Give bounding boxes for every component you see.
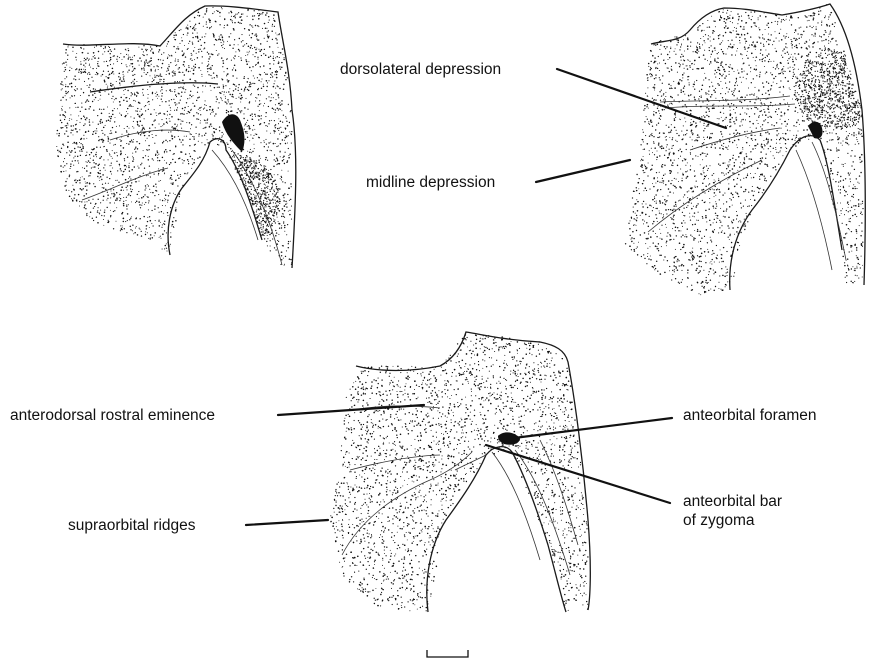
leader-line-anteorbital-bar [486,445,670,503]
zygomatic-arch [796,142,846,270]
skull-specimen-bottom-center [330,332,590,612]
label-anteorbital-bar-line1: anteorbital bar [683,493,782,510]
orbital-rim [730,136,842,290]
leader-line-supraorbital-ridges [246,520,328,525]
label-anteorbital-foramen: anteorbital foramen [683,407,817,424]
specimen-outline [356,332,590,610]
scale-bar [427,650,468,657]
leader-line-anterodorsal-rostral-eminence [278,405,424,415]
stipple-shading [330,334,588,611]
label-midline-depression: midline depression [366,174,495,191]
orbital-rim [427,447,566,612]
label-supraorbital-ridges: supraorbital ridges [68,517,196,534]
specimen-outline [63,6,296,268]
skull-specimen-top-right [625,4,865,295]
skull-specimen-top-left [56,6,295,268]
stipple-shading [56,7,292,266]
specimen-contour [90,83,218,92]
label-anterodorsal-rostral-eminence: anterodorsal rostral eminence [10,407,215,424]
leader-line-anteorbital-foramen [514,418,672,438]
orbital-rim [168,139,262,255]
leader-line-midline-depression [536,160,630,182]
label-dorsolateral-depression: dorsolateral depression [340,61,501,78]
label-anteorbital-bar-line2: of zygoma [683,512,755,529]
leader-line-dorsolateral-depression [557,69,726,128]
specimen-contour [660,96,795,108]
